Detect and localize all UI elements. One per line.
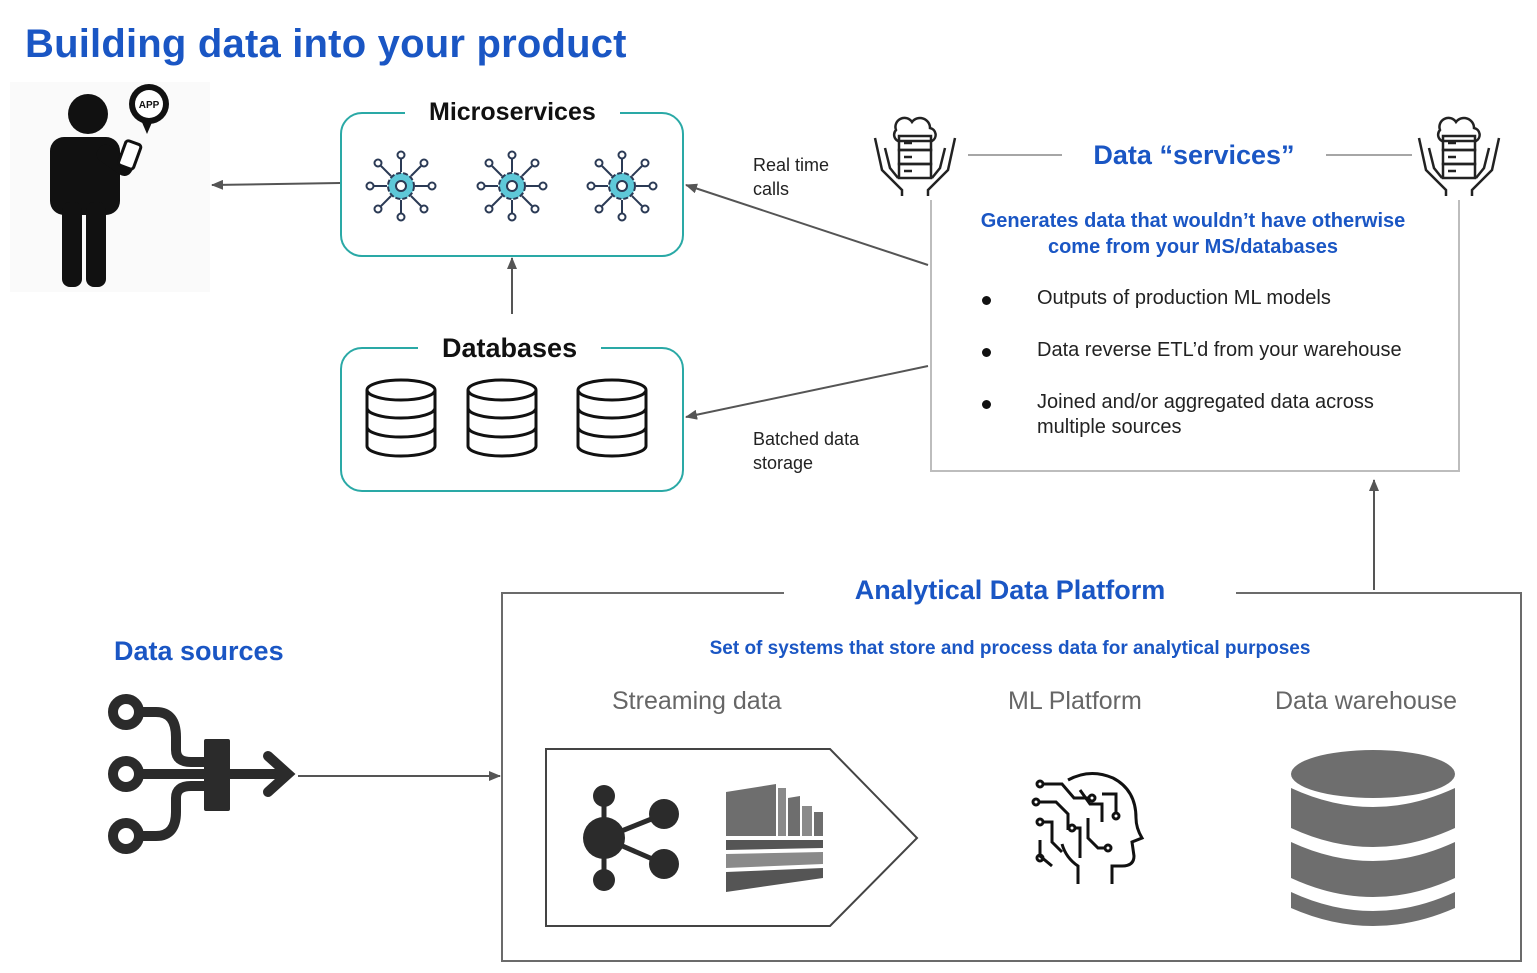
data-services-title: Data “services” xyxy=(1093,140,1295,170)
database-outline-icon xyxy=(466,378,538,458)
data-services-box xyxy=(930,200,1460,472)
realtime-label-line2: calls xyxy=(753,179,790,199)
bullet-text: Joined and/or aggregated data across mul… xyxy=(1037,391,1374,438)
kafka-icon xyxy=(583,785,679,891)
streaming-data-chevron xyxy=(545,748,919,927)
arrow-services-to-databases xyxy=(685,365,929,420)
data-services-description: Generates data that wouldn’t have otherw… xyxy=(940,208,1446,260)
batched-label-line2: storage xyxy=(753,453,814,473)
cloud-server-hands-icon xyxy=(1417,116,1501,196)
data-services-bullets: Outputs of production ML models Data rev… xyxy=(982,286,1452,456)
arrow-services-to-microservices xyxy=(685,183,929,266)
ml-platform-label: ML Platform xyxy=(1008,687,1142,715)
analytical-platform-subtitle: Set of systems that store and process da… xyxy=(709,638,1311,659)
gear-network-icon xyxy=(586,150,658,222)
realtime-label-line1: Real time xyxy=(753,155,830,175)
database-outline-icon xyxy=(365,378,437,458)
gear-network-icon xyxy=(476,150,548,222)
bullet-text: Data reverse ETL’d from your warehouse xyxy=(1037,339,1402,361)
arrow-microservices-to-user xyxy=(211,179,341,190)
bullet-dot xyxy=(982,296,991,305)
data-sources-label: Data sources xyxy=(114,636,284,666)
person-with-phone-icon: APP xyxy=(50,84,169,287)
databases-label: Databases xyxy=(418,333,602,364)
gear-network-icon xyxy=(365,150,437,222)
bullet-text: Outputs of production ML models xyxy=(1037,287,1331,309)
bullet-dot xyxy=(982,400,991,409)
services-desc-line2: come from your MS/databases xyxy=(1047,236,1339,258)
databases-box xyxy=(340,347,684,492)
app-badge: APP xyxy=(139,100,160,111)
user-figure: APP xyxy=(10,82,210,292)
page-title: Building data into your product xyxy=(25,22,627,66)
data-warehouse-label: Data warehouse xyxy=(1275,687,1458,715)
microservices-label: Microservices xyxy=(405,98,620,127)
streaming-data-label: Streaming data xyxy=(612,687,782,715)
batched-storage-label: Batched data storage xyxy=(753,427,859,475)
ai-brain-icon xyxy=(1031,772,1145,884)
cloud-server-hands-icon xyxy=(873,116,957,196)
analytical-platform-title: Analytical Data Platform xyxy=(784,575,1236,606)
services-desc-line1: Generates data that wouldn’t have otherw… xyxy=(980,210,1406,232)
merge-arrow-icon xyxy=(108,694,296,854)
database-outline-icon xyxy=(576,378,648,458)
bullet-dot xyxy=(982,348,991,357)
batched-label-line1: Batched data xyxy=(753,429,860,449)
database-solid-icon xyxy=(1291,750,1455,926)
realtime-calls-label: Real time calls xyxy=(753,153,829,201)
kinesis-icon xyxy=(726,784,823,892)
